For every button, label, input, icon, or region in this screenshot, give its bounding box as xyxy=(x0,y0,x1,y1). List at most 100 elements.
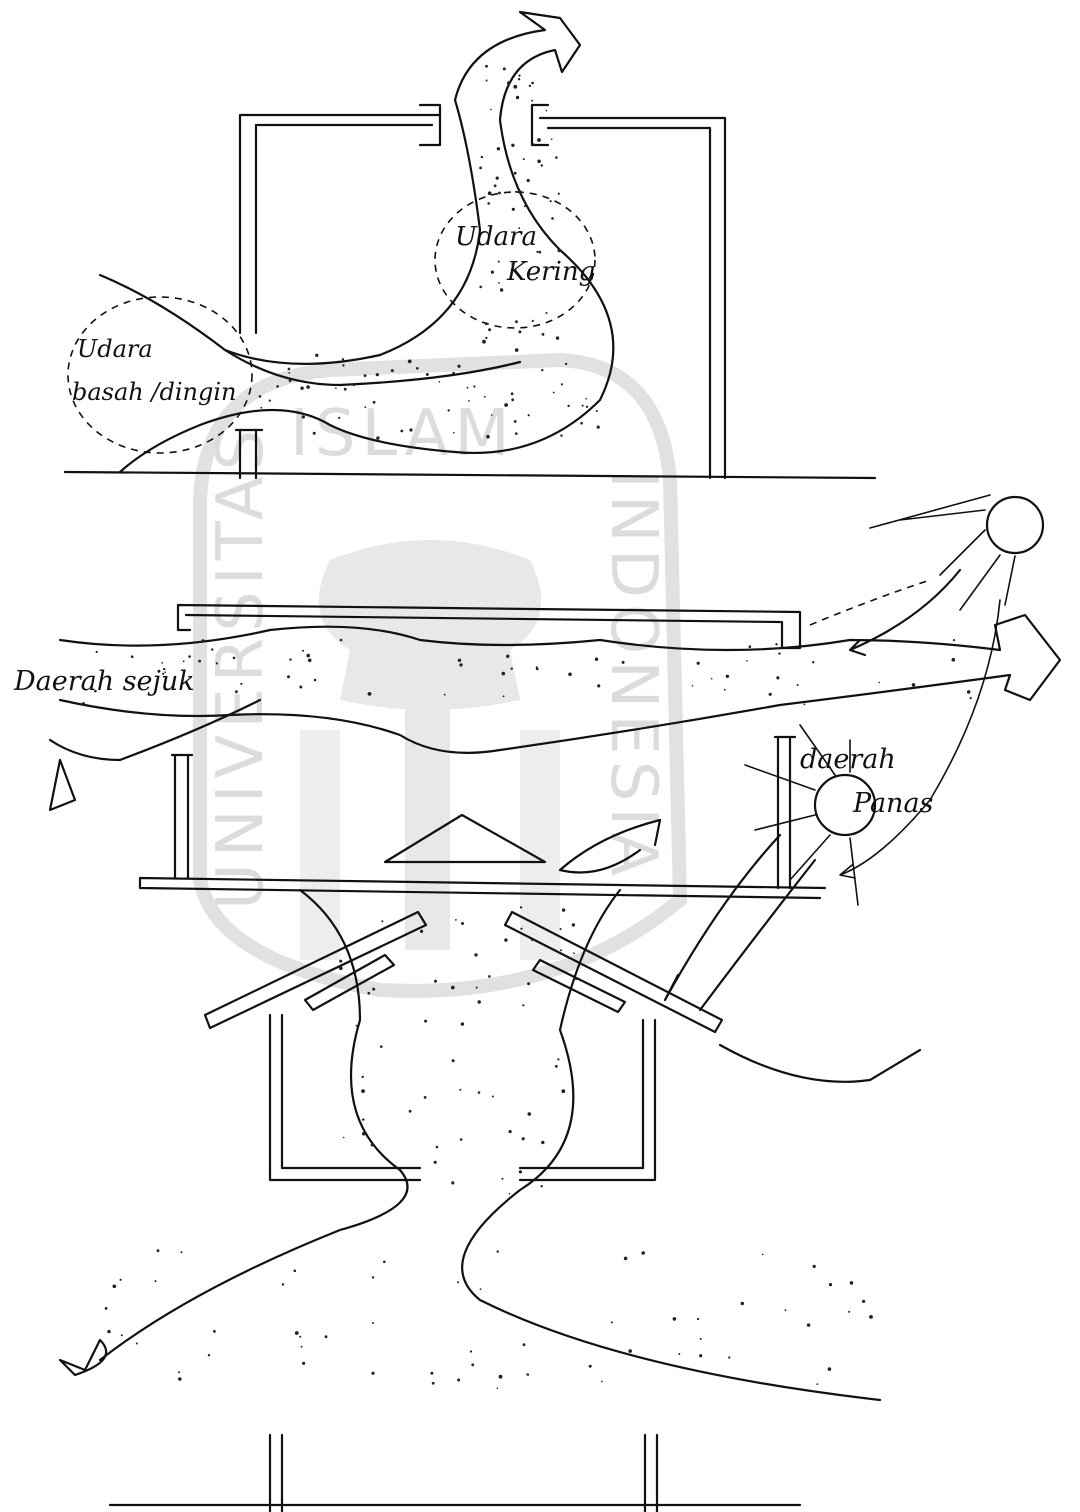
stipple-dot xyxy=(300,387,303,390)
stipple-dot xyxy=(678,1353,680,1355)
stipple-dot xyxy=(485,65,488,68)
stipple-dot xyxy=(812,661,814,663)
stipple-dot xyxy=(371,1144,374,1147)
label-udara-kering-2: Kering xyxy=(506,257,595,287)
stipple-dot xyxy=(198,660,201,663)
stipple-dot xyxy=(343,1137,345,1139)
stipple-dot xyxy=(484,396,486,398)
stipple-dot xyxy=(567,405,569,407)
stipple-dot xyxy=(471,1363,474,1366)
stipple-dot xyxy=(362,1076,364,1078)
stipple-dot xyxy=(362,1132,366,1136)
stipple-dot xyxy=(164,671,166,673)
stipple-dot xyxy=(372,1276,374,1278)
stipple-dot xyxy=(299,1336,301,1338)
stipple-dot xyxy=(288,368,291,371)
stipple-dot xyxy=(556,336,559,339)
stipple-dot xyxy=(502,1178,504,1180)
stipple-dot xyxy=(451,986,455,990)
stipple-dot xyxy=(416,367,419,370)
stipple-dot xyxy=(813,1265,816,1268)
stipple-dot xyxy=(518,78,520,80)
stipple-dot xyxy=(523,1343,526,1346)
stipple-dot xyxy=(478,1091,481,1094)
stipple-dot xyxy=(476,987,478,989)
stipple-dot xyxy=(561,383,563,385)
stipple-dot xyxy=(372,356,374,358)
stipple-dot xyxy=(488,191,492,195)
stipple-dot xyxy=(522,1004,524,1006)
stipple-dot xyxy=(611,1321,613,1323)
stipple-dot xyxy=(491,271,494,274)
stipple-dot xyxy=(373,401,376,404)
stipple-dot xyxy=(497,147,500,150)
stipple-dot xyxy=(451,1181,454,1184)
stipple-dot xyxy=(339,966,343,970)
stipple-dot xyxy=(424,1096,427,1099)
stipple-dot xyxy=(383,1261,386,1264)
stipple-dot xyxy=(529,85,531,87)
stipple-dot xyxy=(726,675,729,678)
stipple-dot xyxy=(550,200,552,202)
stipple-dot xyxy=(473,385,475,387)
stipple-dot xyxy=(371,1372,374,1375)
watermark-top-text: ISLAM xyxy=(290,397,516,471)
stipple-dot xyxy=(520,906,522,908)
stipple-dot xyxy=(368,992,371,995)
stipple-dot xyxy=(338,417,340,419)
stipple-dot xyxy=(585,398,587,400)
stipple-dot xyxy=(511,392,514,395)
stipple-dot xyxy=(531,82,534,85)
panel-3-roof-ventilation xyxy=(50,700,920,1512)
stipple-dot xyxy=(294,1270,297,1273)
label-udara-basah-2: basah /dingin xyxy=(72,378,236,406)
stipple-dot xyxy=(692,685,694,687)
stipple-dot xyxy=(353,384,355,386)
stipple-dot xyxy=(532,320,534,322)
stipple-dot xyxy=(381,920,383,922)
stipple-dot xyxy=(862,1300,865,1303)
stipple-dot xyxy=(434,980,437,983)
stipple-dot xyxy=(364,406,366,408)
stipple-dot xyxy=(409,1110,412,1113)
stipple-dot xyxy=(460,1138,463,1141)
stipple-dot xyxy=(498,261,500,263)
stipple-dot xyxy=(289,380,292,383)
stipple-dot xyxy=(553,392,555,394)
stipple-dot xyxy=(432,1382,435,1385)
stipple-dot xyxy=(276,385,279,388)
stipple-dot xyxy=(458,659,461,662)
stipple-dot xyxy=(105,1307,108,1310)
stipple-dot xyxy=(541,369,543,371)
stipple-dot xyxy=(391,369,394,372)
stipple-dot xyxy=(967,690,971,694)
stipple-dot xyxy=(523,158,525,160)
stipple-dot xyxy=(455,919,457,921)
stipple-dot xyxy=(624,1257,628,1261)
stipple-dot xyxy=(457,1379,460,1382)
stipple-dot xyxy=(515,191,517,193)
stipple-dot xyxy=(107,1330,110,1333)
stipple-dot xyxy=(560,434,562,436)
stipple-dot xyxy=(778,652,780,654)
stipple-dot xyxy=(527,1373,530,1376)
stipple-dot xyxy=(301,1346,303,1348)
stipple-dot xyxy=(491,414,493,416)
stipple-dot xyxy=(439,381,441,383)
stipple-dot xyxy=(785,1309,787,1311)
stipple-dot xyxy=(482,340,486,344)
stipple-dot xyxy=(804,704,806,706)
stipple-dot xyxy=(503,695,505,697)
stipple-dot xyxy=(829,1283,832,1286)
stipple-dot xyxy=(457,1281,459,1283)
stipple-dot xyxy=(700,1338,702,1340)
stipple-dot xyxy=(240,683,242,685)
stipple-dot xyxy=(436,1146,439,1149)
stipple-dot xyxy=(94,690,97,693)
stipple-dot xyxy=(459,663,462,666)
stipple-dot xyxy=(308,659,312,663)
stipple-dot xyxy=(201,639,204,642)
stipple-dot xyxy=(480,1288,482,1290)
stipple-dot xyxy=(816,1383,818,1385)
stipple-dot xyxy=(807,1323,810,1326)
